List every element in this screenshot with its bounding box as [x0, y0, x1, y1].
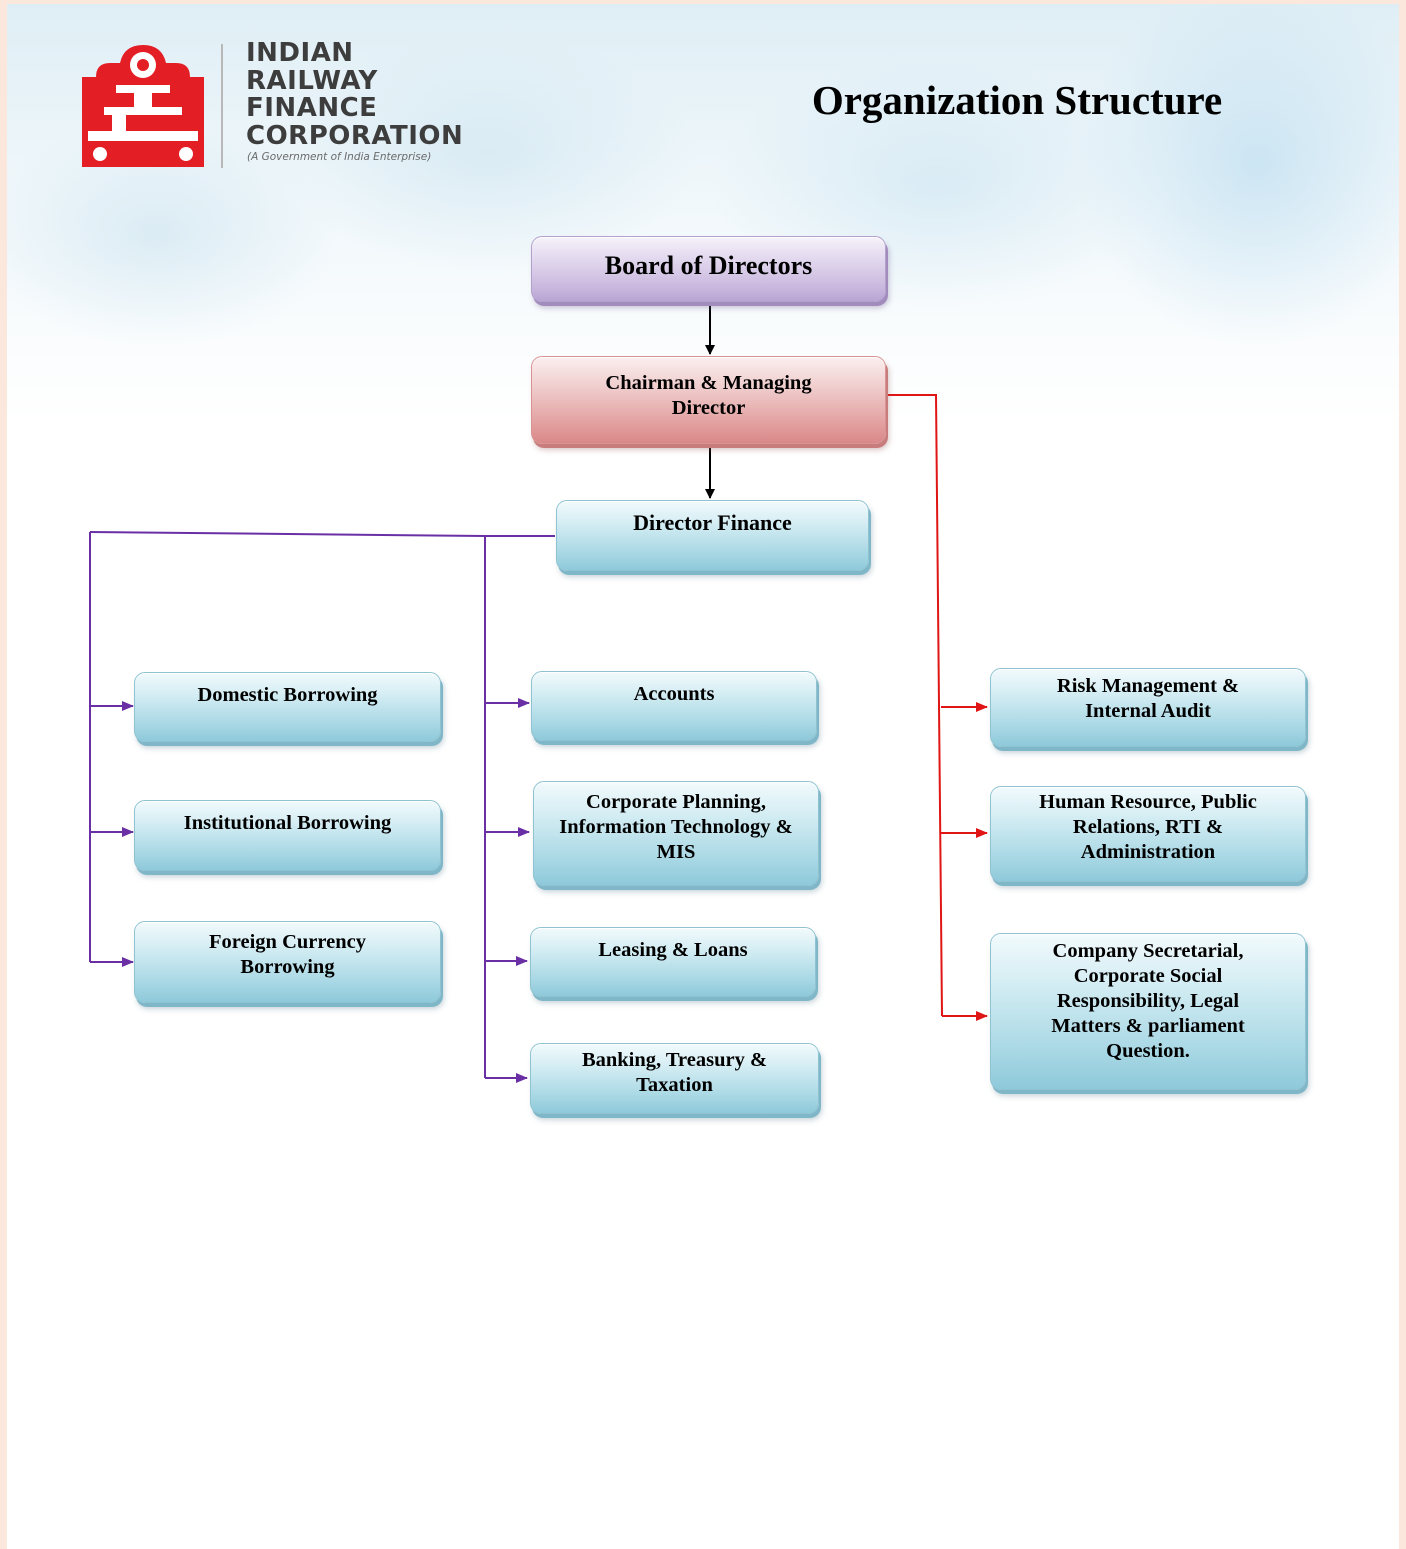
background-wash	[7, 4, 1399, 424]
banking-treasury-label: Banking, Treasury & Taxation	[581, 1048, 768, 1096]
company-secretarial-box: Company Secretarial, Corporate Social Re…	[990, 933, 1306, 1090]
director-finance-box: Director Finance	[556, 500, 869, 571]
logo-wordmark: INDIAN RAILWAY FINANCE CORPORATION	[246, 38, 466, 151]
chairman-managing-director-box: Chairman & Managing Director	[531, 356, 886, 444]
irfc-logo-icon	[82, 45, 204, 167]
logo-line-1: INDIAN	[246, 38, 354, 68]
corporate-planning-label: Corporate Planning, Information Technolo…	[559, 791, 793, 863]
logo-line-2: RAILWAY	[246, 65, 378, 96]
domestic-borrowing-box: Domestic Borrowing	[134, 672, 441, 742]
leasing-loans-box: Leasing & Loans	[530, 927, 816, 997]
domestic-borrowing-label: Domestic Borrowing	[197, 683, 378, 706]
company-secretarial-label: Company Secretarial, Corporate Social Re…	[1051, 940, 1245, 1062]
banking-treasury-box: Banking, Treasury & Taxation	[530, 1043, 819, 1114]
foreign-currency-borrowing-box: Foreign Currency Borrowing	[134, 921, 441, 1003]
org-chart-page: INDIAN RAILWAY FINANCE CORPORATION (A Go…	[7, 4, 1399, 1549]
board-of-directors-box: Board of Directors	[531, 236, 886, 302]
risk-management-box: Risk Management & Internal Audit	[990, 668, 1306, 747]
logo-tagline: (A Government of India Enterprise)	[247, 151, 432, 163]
human-resource-box: Human Resource, Public Relations, RTI & …	[990, 786, 1306, 882]
connector-lines	[89, 302, 988, 1083]
foreign-currency-borrowing-label: Foreign Currency Borrowing	[209, 931, 366, 978]
logo-line-4: CORPORATION	[246, 120, 464, 151]
institutional-borrowing-box: Institutional Borrowing	[134, 800, 441, 871]
accounts-label: Accounts	[633, 682, 715, 705]
connector-df-trunk	[89, 531, 555, 537]
chairman-managing-director-label: Chairman & Managing Director	[605, 372, 812, 419]
connector-cmd-right	[887, 394, 943, 1017]
logo-line-3: FINANCE	[246, 93, 378, 123]
corporate-planning-box: Corporate Planning, Information Technolo…	[533, 781, 819, 886]
logo-divider	[221, 44, 223, 168]
risk-management-label: Risk Management & Internal Audit	[1056, 674, 1240, 722]
human-resource-label: Human Resource, Public Relations, RTI & …	[1039, 790, 1257, 863]
page-title: Organization Structure	[811, 77, 1223, 123]
board-of-directors-label: Board of Directors	[604, 250, 813, 280]
accounts-box: Accounts	[531, 671, 817, 741]
leasing-loans-label: Leasing & Loans	[598, 938, 748, 961]
director-finance-label: Director Finance	[633, 510, 792, 535]
institutional-borrowing-label: Institutional Borrowing	[183, 812, 392, 834]
